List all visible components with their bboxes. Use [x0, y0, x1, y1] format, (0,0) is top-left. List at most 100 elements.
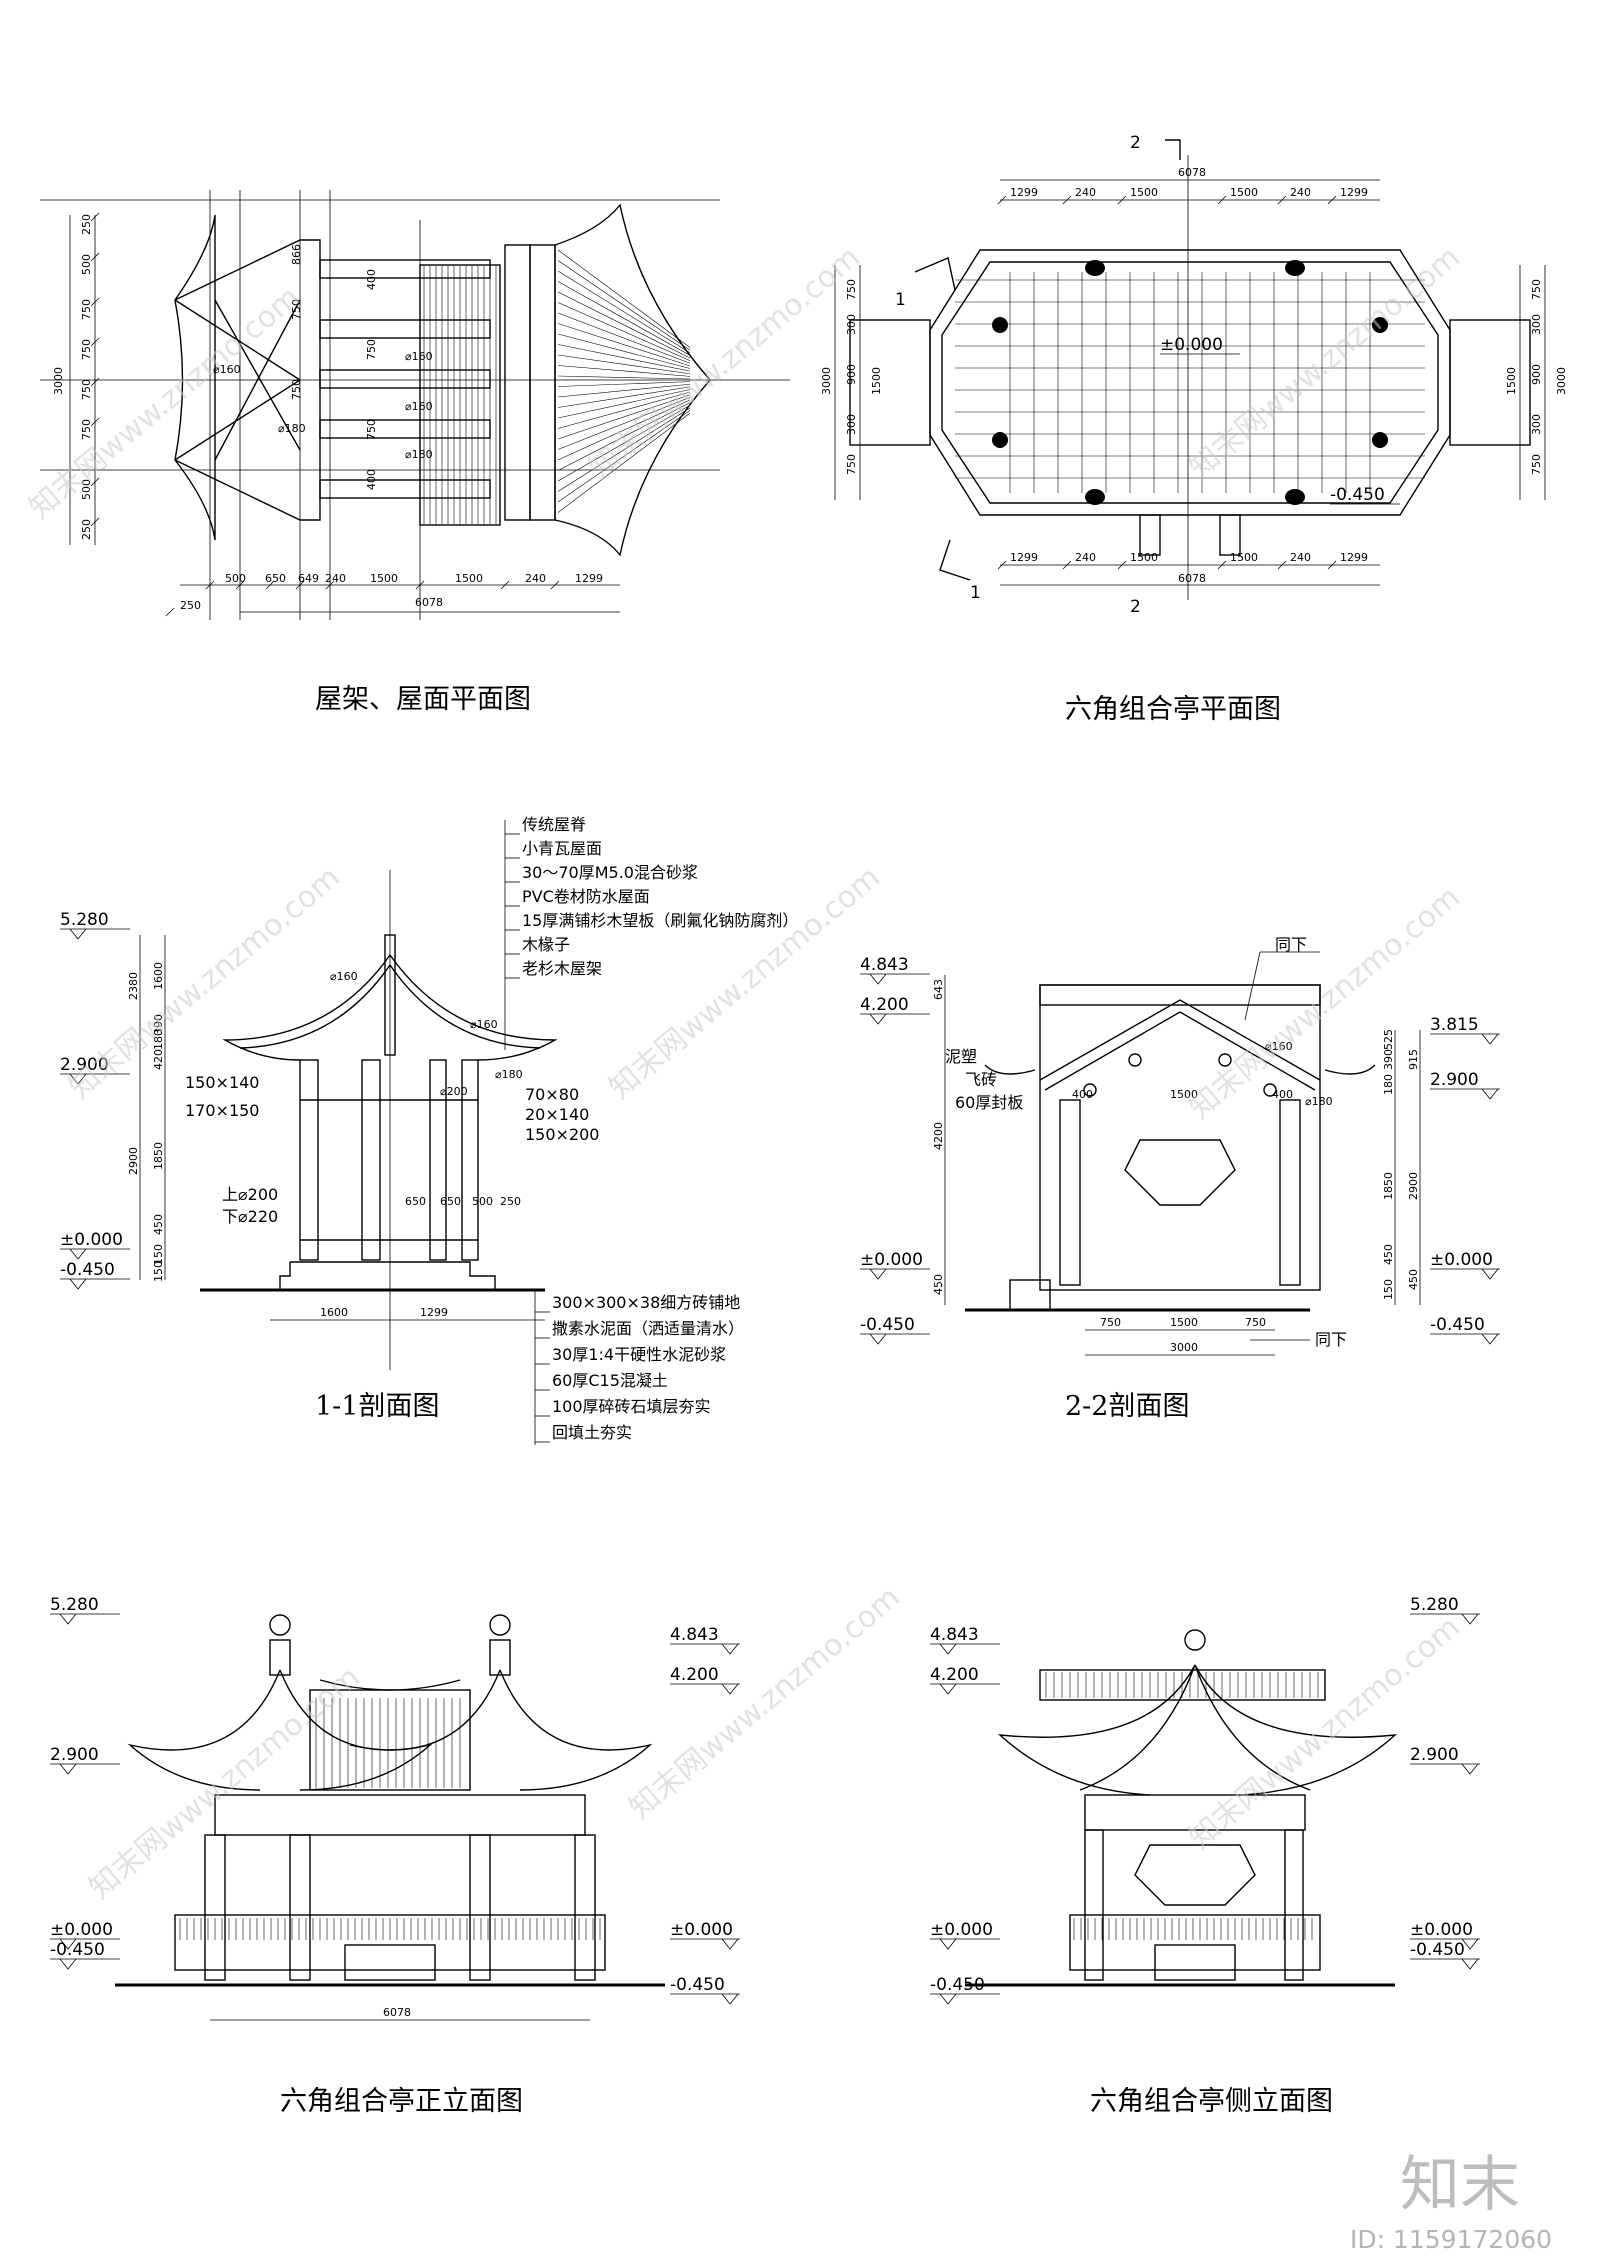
- s1-member-5: ⌀200: [440, 1085, 468, 1098]
- s1-roof-note-5: 木椽子: [522, 935, 570, 954]
- s2-dim-bottom-1: 1500: [1170, 1316, 1198, 1329]
- floor-dim-bottom-5: 1299: [1340, 551, 1368, 564]
- s2-level-left-3: -0.450: [860, 1315, 915, 1335]
- floor-dim-right-4: 750: [1530, 454, 1543, 475]
- front-total: 6078: [383, 2006, 411, 2019]
- s1-dim-inner-0: 650: [405, 1195, 426, 1208]
- s1-dim-left-1: 390: [152, 1014, 165, 1035]
- s1-member-8: 150×200: [525, 1125, 599, 1144]
- floor-dim-top-2: 1500: [1130, 186, 1158, 199]
- roof-dim-bottom-2: 650: [265, 572, 286, 585]
- s2-level-right-2: ±0.000: [1430, 1250, 1493, 1270]
- se-level-left-0: 4.843: [930, 1625, 979, 1645]
- fe-level-right-2: ±0.000: [670, 1920, 733, 1940]
- front-elevation: 5.2802.900±0.000-0.4504.8434.200±0.000-0…: [50, 1595, 740, 2021]
- s1-dim-left-3: 420: [152, 1049, 165, 1070]
- fe-level-left-1: 2.900: [50, 1745, 99, 1765]
- title-side-elevation: 六角组合亭侧立面图: [1090, 2086, 1333, 2117]
- s1-dim-left-5: 450: [152, 1214, 165, 1235]
- se-level-left-3: -0.450: [930, 1975, 985, 1995]
- s2-dim-right-8: 450: [1407, 1269, 1420, 1290]
- s2-dim-right-5: 150: [1382, 1279, 1395, 1300]
- floor-section-mark-1-top: 1: [895, 290, 906, 310]
- s2-dim-bottom-0: 750: [1100, 1316, 1121, 1329]
- floor-section-mark-2-top: 2: [1130, 133, 1141, 153]
- s1-member-4: 170×150: [185, 1101, 259, 1120]
- floor-total-bottom: 6078: [1178, 572, 1206, 585]
- s1-level-2: ±0.000: [60, 1230, 123, 1250]
- se-level-left-1: 4.200: [930, 1665, 979, 1685]
- s1-roof-note-1: 小青瓦屋面: [522, 839, 602, 858]
- floor-dim-right-0: 750: [1530, 279, 1543, 300]
- s2-level-left-0: 4.843: [860, 955, 909, 975]
- floor-dim-top-4: 240: [1290, 186, 1311, 199]
- roof-dim-left-1: 500: [80, 254, 93, 275]
- se-level-right-2: ±0.000: [1410, 1920, 1473, 1940]
- floor-dim-bottom-2: 1500: [1130, 551, 1158, 564]
- s1-dim-left-4: 1850: [152, 1142, 165, 1170]
- floor-dim-left-full: 3000: [820, 367, 833, 395]
- floor-dim-left-3: 300: [845, 414, 858, 435]
- roof-dim-left-2: 750: [80, 299, 93, 320]
- s2-same-below-top: 同下: [1275, 935, 1307, 954]
- s1-dim-outer-1: 2900: [127, 1147, 140, 1175]
- s2-same-below-bottom: 同下: [1315, 1330, 1347, 1349]
- roof-dim-left-0: 250: [80, 214, 93, 235]
- s2-level-left-2: ±0.000: [860, 1250, 923, 1270]
- fe-level-left-2: ±0.000: [50, 1920, 113, 1940]
- title-floor-plan: 六角组合亭平面图: [1065, 694, 1281, 725]
- s1-dim-bottom-0: 1600: [320, 1306, 348, 1319]
- s1-level-0: 5.280: [60, 910, 109, 930]
- se-level-right-3: -0.450: [1410, 1940, 1465, 1960]
- roof-dim-inner-1: 400: [365, 269, 378, 290]
- roof-plan-overall: 3000: [52, 367, 65, 395]
- floor-dim-left-2: 900: [845, 364, 858, 385]
- s1-member-6: 70×80: [525, 1085, 579, 1104]
- fe-level-right-0: 4.843: [670, 1625, 719, 1645]
- floor-section-mark-1-bottom: 1: [970, 583, 981, 603]
- roof-dim-bottom-8: 1299: [575, 572, 603, 585]
- floor-dim-right-3: 300: [1530, 414, 1543, 435]
- s2-dim-left-2: 450: [932, 1274, 945, 1295]
- floor-dim-top-1: 240: [1075, 186, 1096, 199]
- roof-dim-left-3: 750: [80, 339, 93, 360]
- roof-dim-inner-5: 750: [365, 419, 378, 440]
- s2-dim-total: 3000: [1170, 1341, 1198, 1354]
- s1-roof-note-4: 15厚满铺杉木望板（刷氟化钠防腐剂）: [522, 911, 798, 930]
- title-section-2: 2-2剖面图: [1065, 1391, 1189, 1422]
- s1-level-3: -0.450: [60, 1260, 115, 1280]
- s2-dim-left-1: 4200: [932, 1122, 945, 1150]
- s1-dim-inner-1: 650: [440, 1195, 461, 1208]
- s2-dim-right-4: 450: [1382, 1244, 1395, 1265]
- roof-dim-left-4: 750: [80, 379, 93, 400]
- floor-section-mark-2-bottom: 2: [1130, 597, 1141, 617]
- roof-dim-left-7: 250: [80, 519, 93, 540]
- se-level-right-0: 5.280: [1410, 1595, 1459, 1615]
- se-level-right-1: 2.900: [1410, 1745, 1459, 1765]
- floor-dim-bottom-4: 240: [1290, 551, 1311, 564]
- floor-level-low: -0.450: [1330, 485, 1385, 505]
- floor-dim-left-overall: 1500: [870, 367, 883, 395]
- fe-level-left-0: 5.280: [50, 1595, 99, 1615]
- s2-note-0: 泥塑: [945, 1047, 977, 1066]
- s1-floor-note-5: 回填土夯实: [552, 1423, 632, 1442]
- s2-dim-bottom-2: 750: [1245, 1316, 1266, 1329]
- floor-dim-bottom-1: 240: [1075, 551, 1096, 564]
- floor-dim-top-5: 1299: [1340, 186, 1368, 199]
- title-front-elevation: 六角组合亭正立面图: [280, 2086, 523, 2117]
- s2-level-left-1: 4.200: [860, 995, 909, 1015]
- s1-dim-outer-0: 2380: [127, 972, 140, 1000]
- watermark-2: 知末网www.znzmo.com: [1183, 240, 1467, 486]
- s2-level-right-0: 3.815: [1430, 1015, 1479, 1035]
- s1-floor-note-2: 30厚1:4干硬性水泥砂浆: [552, 1345, 726, 1364]
- s2-level-right-3: -0.450: [1430, 1315, 1485, 1335]
- roof-dim-inner-4: 750: [290, 379, 303, 400]
- s2-dim-inner-2: 400: [1272, 1088, 1293, 1101]
- floor-dim-top-3: 1500: [1230, 186, 1258, 199]
- s2-dim-right-1: 390: [1382, 1049, 1395, 1070]
- image-id: ID: 1159172060: [1350, 2225, 1552, 2254]
- floor-dim-bottom-3: 1500: [1230, 551, 1258, 564]
- s2-member-1: ⌀180: [1305, 1095, 1333, 1108]
